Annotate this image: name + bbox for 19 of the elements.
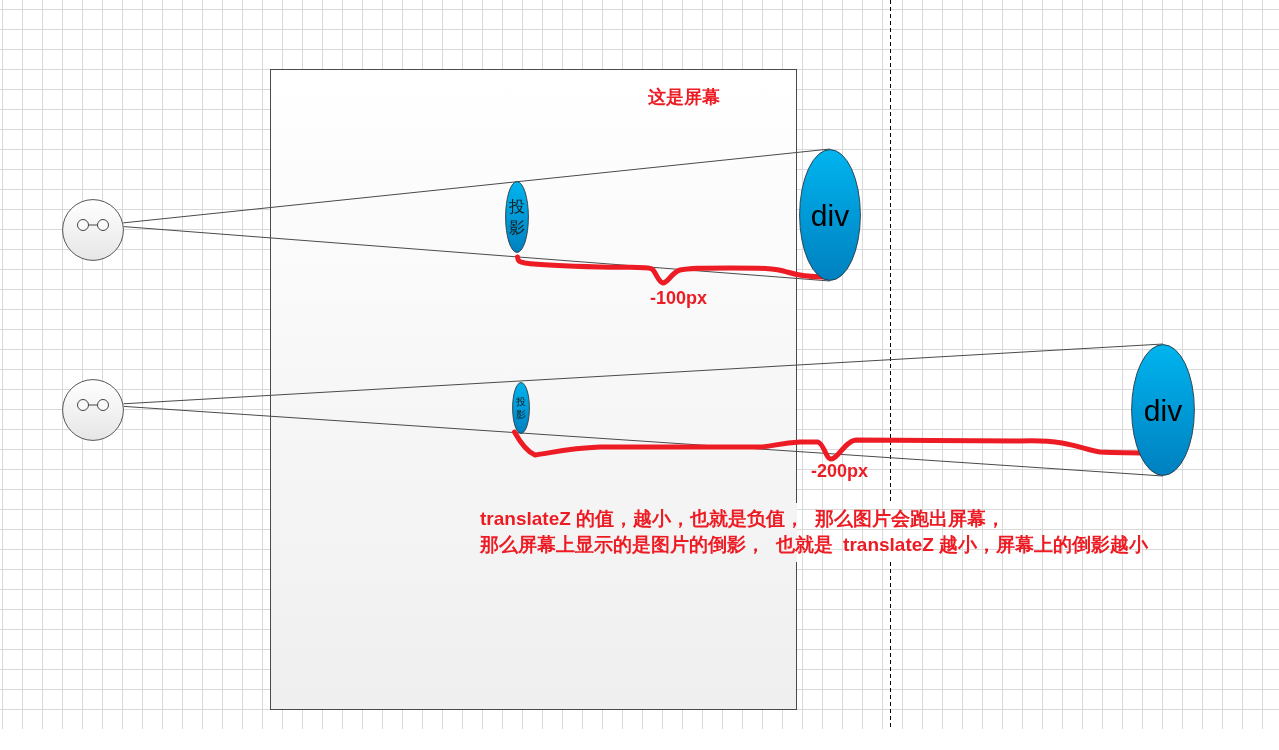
viewer-circle — [62, 379, 124, 441]
viewer-circle — [62, 199, 124, 261]
sight-line — [123, 405, 1164, 477]
note-text: 那么屏幕上显示的是图片的倒影， 也就是 translateZ 越小，屏幕上的倒影越小 — [480, 534, 1149, 555]
element-ellipse — [799, 149, 861, 281]
sight-line — [122, 343, 1164, 405]
element-ellipse — [1131, 344, 1195, 476]
ellipse-label: 投影 — [508, 197, 526, 238]
sight-line — [123, 226, 831, 282]
screen-title: 这是屏幕 — [648, 87, 720, 107]
ellipse-label: div — [810, 197, 850, 234]
projection-ellipse — [505, 181, 529, 253]
sight-line — [122, 148, 831, 224]
dimension-label: -100px — [650, 288, 708, 308]
ellipse-label: 投影 — [515, 395, 527, 421]
projection-ellipse — [512, 382, 530, 434]
ellipse-label: div — [1143, 392, 1183, 429]
note-text: translateZ 的值，越小，也就是负值， 那么图片会跑出屏幕， — [480, 508, 1005, 529]
dimension-label: -200px — [811, 461, 869, 481]
